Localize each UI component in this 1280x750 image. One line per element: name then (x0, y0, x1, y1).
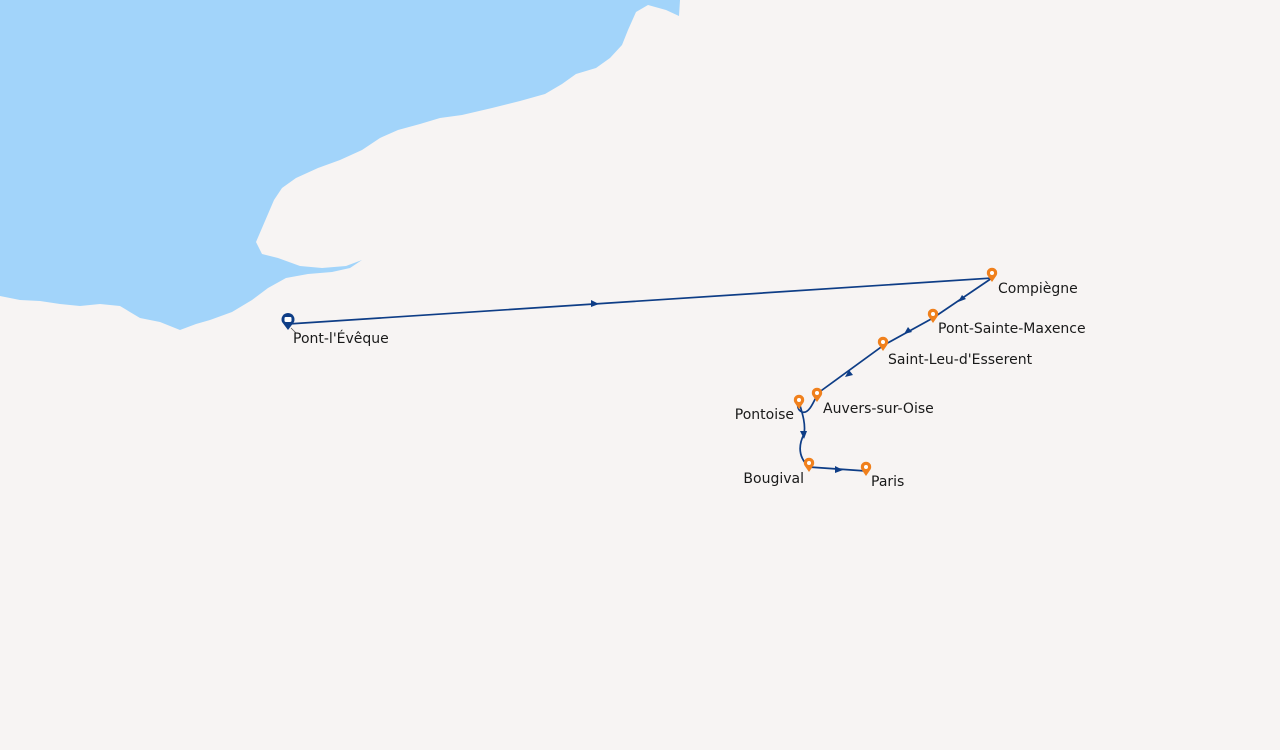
label-bougival: Bougival (743, 471, 804, 487)
label-auvers-sur-oise: Auvers-sur-Oise (823, 401, 934, 417)
label-saint-leu-d-esserent: Saint-Leu-d'Esserent (888, 352, 1033, 368)
marker-auvers-sur-oise[interactable] (811, 387, 823, 402)
arrow-2 (958, 295, 966, 302)
start-marker-leader (290, 327, 297, 334)
marker-bougival[interactable] (803, 457, 815, 472)
arrow-6 (835, 466, 843, 473)
arrow-4 (845, 370, 853, 377)
sea-area (0, 0, 680, 330)
marker-saint-leu-d-esserent[interactable] (877, 336, 889, 351)
marker-pontoise[interactable] (793, 394, 805, 409)
route-line (287, 276, 996, 472)
marker-compiegne[interactable] (986, 267, 998, 282)
label-pontoise: Pontoise (735, 407, 794, 423)
arrow-5 (800, 431, 807, 439)
label-pont-l-eveque: Pont-l'Évêque (293, 330, 389, 347)
arrow-1 (591, 300, 599, 307)
label-paris: Paris (871, 474, 904, 490)
label-pont-sainte-maxence: Pont-Sainte-Maxence (938, 321, 1086, 337)
stop-markers (793, 267, 998, 476)
arrow-3 (904, 327, 912, 334)
start-marker-inner (284, 317, 292, 322)
marker-paris[interactable] (860, 461, 872, 476)
place-labels: Pont-l'Évêque Compiègne Pont-Sainte-Maxe… (293, 281, 1086, 490)
marker-pont-sainte-maxence[interactable] (927, 308, 939, 323)
label-compiegne: Compiègne (998, 281, 1078, 297)
route-direction-arrows (591, 295, 966, 473)
start-marker[interactable] (281, 313, 297, 334)
